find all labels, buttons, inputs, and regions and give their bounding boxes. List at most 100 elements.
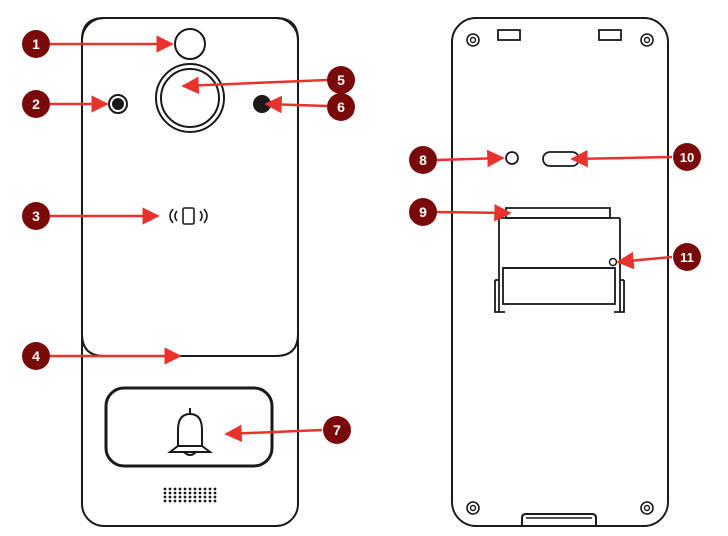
grille-hole [173, 487, 177, 491]
bracket-screw [608, 257, 618, 267]
grille-hole [168, 491, 172, 495]
callout-6: 6 [327, 93, 355, 121]
grille-hole [173, 499, 177, 503]
grille-hole [213, 487, 217, 491]
grille-hole [183, 491, 187, 495]
callout-4-label: 4 [32, 348, 40, 364]
callout-8-label: 8 [419, 152, 427, 168]
back-body [451, 17, 669, 527]
grille-hole [193, 487, 197, 491]
grille-hole [163, 491, 167, 495]
arrow-6 [264, 95, 328, 114]
camera-lens [174, 28, 206, 60]
grille-hole [178, 487, 182, 491]
grille-hole [183, 495, 187, 499]
grille-hole [198, 499, 202, 503]
speaker-grille [163, 487, 217, 503]
screw-top-right [640, 33, 654, 47]
grille-hole [173, 491, 177, 495]
grille-hole [213, 491, 217, 495]
bottom-notch [521, 513, 597, 526]
bell-icon [166, 408, 213, 456]
motion-sensor-outer [155, 63, 225, 133]
mount-slot-left [497, 29, 521, 41]
front-body [81, 17, 299, 527]
grille-hole [163, 495, 167, 499]
battery-bracket [494, 207, 625, 313]
grille-hole [203, 495, 207, 499]
screw-bottom-right [640, 501, 654, 515]
nfc-icon [169, 207, 208, 225]
grille-hole [208, 495, 212, 499]
arrow-11 [616, 251, 673, 270]
grille-hole [198, 487, 202, 491]
callout-4: 4 [22, 342, 50, 370]
callout-6-label: 6 [337, 99, 345, 115]
grille-hole [178, 495, 182, 499]
grille-hole [163, 499, 167, 503]
grille-hole [203, 487, 207, 491]
grille-hole [198, 491, 202, 495]
callout-2: 2 [22, 90, 50, 118]
grille-hole [168, 487, 172, 491]
callout-7: 7 [323, 416, 351, 444]
back-view [451, 17, 669, 527]
grille-hole [208, 487, 212, 491]
callout-10: 10 [673, 143, 701, 171]
arrow-9 [436, 204, 512, 222]
grille-hole [163, 487, 167, 491]
front-view [81, 17, 299, 527]
grille-hole [203, 499, 207, 503]
left-indicator-ring [108, 94, 128, 114]
grille-hole [208, 499, 212, 503]
grille-hole [193, 499, 197, 503]
arrow-10 [570, 149, 673, 168]
callout-1-label: 1 [32, 36, 40, 52]
grille-hole [188, 491, 192, 495]
grille-hole [188, 499, 192, 503]
callout-2-label: 2 [32, 96, 40, 112]
left-indicator-dot [112, 98, 124, 110]
callout-9: 9 [409, 198, 437, 226]
grille-hole [183, 487, 187, 491]
callouts: 1 2 3 4 5 6 7 8 9 10 11 [22, 30, 701, 444]
arrow-8 [436, 149, 505, 168]
reset-hole [505, 151, 519, 165]
grille-hole [193, 491, 197, 495]
arrows [50, 35, 673, 443]
front-upper-panel [81, 17, 299, 357]
grille-hole [188, 495, 192, 499]
callout-3-label: 3 [32, 208, 40, 224]
grille-hole [183, 499, 187, 503]
grille-hole [178, 499, 182, 503]
grille-hole [208, 491, 212, 495]
callout-11-label: 11 [680, 250, 694, 265]
callout-1: 1 [22, 30, 50, 58]
callout-10-label: 10 [680, 150, 694, 165]
motion-sensor-inner [160, 68, 220, 128]
grille-hole [173, 495, 177, 499]
grille-hole [198, 495, 202, 499]
callout-5-label: 5 [337, 72, 345, 88]
callout-11: 11 [673, 243, 701, 271]
grille-hole [188, 487, 192, 491]
callout-7-label: 7 [333, 422, 341, 438]
screw-top-left [466, 33, 480, 47]
grille-hole [213, 499, 217, 503]
callout-8: 8 [409, 146, 437, 174]
grille-hole [193, 495, 197, 499]
grille-hole [168, 499, 172, 503]
grille-hole [168, 495, 172, 499]
callout-9-label: 9 [419, 204, 427, 220]
doorbell-button [104, 386, 274, 468]
grille-hole [213, 495, 217, 499]
screw-bottom-left [466, 501, 480, 515]
callout-3: 3 [22, 202, 50, 230]
grille-hole [178, 491, 182, 495]
arrow-7 [224, 424, 323, 443]
grille-hole [203, 491, 207, 495]
arrow-5 [181, 76, 328, 95]
mount-slot-right [598, 29, 622, 41]
callout-5: 5 [327, 66, 355, 94]
